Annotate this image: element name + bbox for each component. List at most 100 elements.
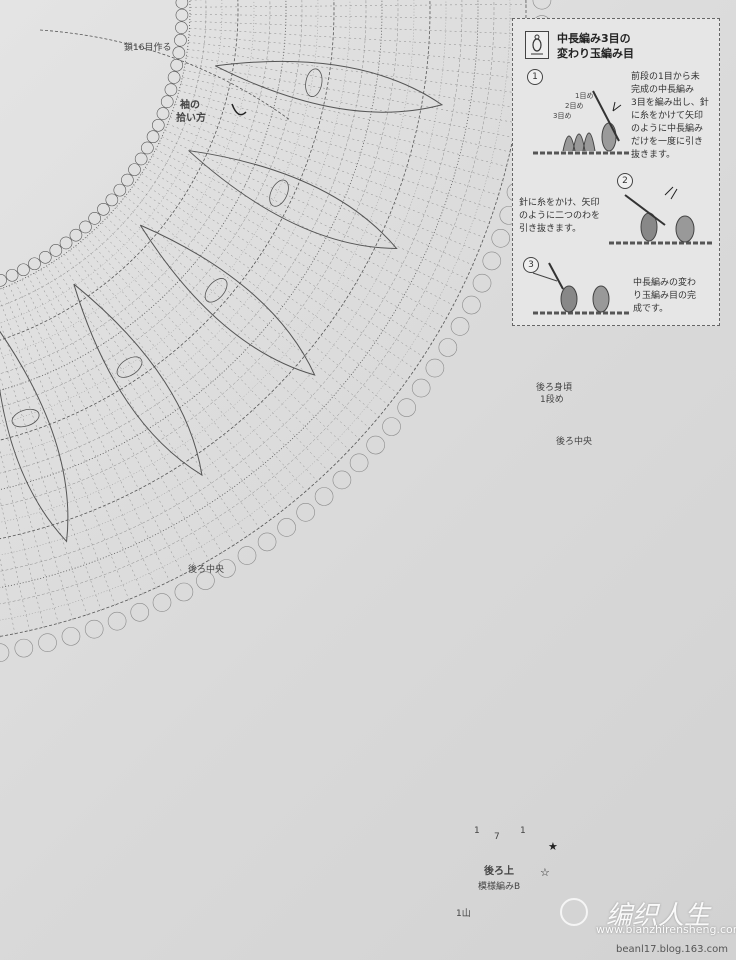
motif-center <box>305 68 323 98</box>
inner-scallop <box>79 220 92 234</box>
pineapple-motif <box>73 283 203 477</box>
inner-scallop <box>121 173 134 187</box>
step-1-label-1: 1目め <box>575 92 594 100</box>
chart-row-line <box>0 0 207 307</box>
chart-row-line <box>0 0 431 539</box>
chart-row-line <box>0 0 191 290</box>
label-count-1: 1 <box>474 826 480 836</box>
label-sleeve-pickup-1: 袖の <box>180 100 200 111</box>
chart-stitch-line <box>167 123 483 254</box>
chart-stitch-line <box>106 217 353 453</box>
edge-scallop <box>411 378 431 398</box>
edge-scallop <box>366 435 385 455</box>
chart-stitch-line <box>186 56 523 109</box>
label-center-back-right: 後ろ中央 <box>556 437 593 447</box>
star-marker-icon: ★ <box>548 840 558 853</box>
step-2-text: 針に糸をかけ、矢印 のように二つのわを 引き抜きます。 <box>519 198 601 234</box>
edge-scallop <box>314 487 334 506</box>
chart-stitch-line <box>0 347 89 619</box>
inner-scallop <box>174 33 187 47</box>
edge-scallop <box>532 0 552 10</box>
chart-stitch-line <box>189 21 530 35</box>
chart-stitch-line <box>101 222 342 464</box>
chart-row-line <box>0 0 447 556</box>
chart-row-line <box>0 0 415 523</box>
chart-stitch-line <box>0 449 46 632</box>
chart-row-line <box>0 0 479 588</box>
chart-stitch-line <box>189 28 529 50</box>
chart-stitch-line <box>164 130 477 267</box>
step-3-text: 中長編みの変わ り玉編み目の完 成です。 <box>633 278 697 314</box>
chart-row-line <box>0 0 367 474</box>
motif-center <box>269 179 289 207</box>
chart-stitch-line <box>178 90 507 183</box>
step-1-text: 前段の1目から未 完成の中長編み 3目を編み出し、針 に糸をかけて矢印 のように… <box>631 72 709 160</box>
inner-scallop <box>49 244 63 257</box>
edge-scallop <box>491 228 511 248</box>
label-sleeve-pickup-2: 拾い方 <box>176 113 206 124</box>
label-back-top: 後ろ上 <box>484 866 514 877</box>
chart-row-line <box>0 0 399 507</box>
chart-stitch-line <box>137 179 419 372</box>
instruction-title: 中長編み3目の 変わり玉編み目 <box>557 31 634 61</box>
inner-scallop <box>141 141 154 155</box>
chart-stitch-line <box>96 227 332 475</box>
chart-stitch-line <box>34 272 199 572</box>
chart-row-line <box>0 0 271 374</box>
label-chain-16: 鎖16目作る <box>124 43 172 53</box>
inner-scallop <box>28 257 41 271</box>
chart-stitch-line <box>145 167 435 347</box>
chart-row-line <box>0 0 319 424</box>
chart-stitch-line <box>124 196 392 408</box>
chart-stitch-line <box>0 321 103 614</box>
edge-scallop <box>332 470 352 490</box>
inner-scallop <box>175 0 189 9</box>
edge-scallop <box>257 532 277 552</box>
chart-stitch-line <box>158 142 464 295</box>
chart-stitch-line <box>183 69 518 139</box>
instruction-title-line2: 変わり玉編み目 <box>557 47 634 60</box>
chart-row-line <box>0 0 335 441</box>
inner-scallop <box>88 211 101 225</box>
label-center-back-left: 後ろ中央 <box>188 565 225 575</box>
sleeve-chain-arc <box>39 29 291 121</box>
chart-stitch-line <box>188 35 528 65</box>
chart-stitch-line <box>188 42 527 80</box>
inner-scallop <box>39 250 52 264</box>
inner-scallop <box>134 152 148 166</box>
edge-scallop <box>397 398 417 417</box>
edge-scallop <box>130 602 150 622</box>
pineapple-motif <box>215 60 444 113</box>
step-1-illustration <box>533 90 631 155</box>
watermark-url: beanl17.blog.163.com <box>616 944 729 955</box>
chart-stitch-line <box>174 103 498 211</box>
inner-scallop <box>146 130 160 144</box>
edge-scallop <box>482 251 502 271</box>
edge-scallop <box>425 358 445 378</box>
inner-scallop <box>151 118 165 132</box>
inner-scallop <box>5 268 19 282</box>
chart-row-line <box>0 0 527 637</box>
instruction-title-line1: 中長編み3目の <box>557 32 631 45</box>
edge-scallop <box>382 417 401 436</box>
edge-scallop <box>217 559 236 578</box>
edge-scallop <box>277 518 296 537</box>
inner-scallop <box>59 236 73 250</box>
edge-scallop <box>84 619 104 639</box>
label-row-1: 1段め <box>540 395 564 405</box>
chart-stitch-line <box>58 258 250 540</box>
chart-stitch-line <box>115 206 373 431</box>
inner-scallop <box>175 21 188 34</box>
step-2-number: 2 <box>617 173 633 189</box>
edge-scallop <box>174 582 194 602</box>
stitch-instruction-box: 中長編み3目の 変わり玉編み目 1 前段の1目から未 完成の中長編み 3目を編み… <box>512 18 720 326</box>
puff-stitch-symbol-icon <box>525 31 549 59</box>
chart-stitch-line <box>21 279 172 585</box>
edge-scallop <box>237 546 257 565</box>
chart-stitch-line <box>40 269 212 564</box>
chart-stitch-line <box>52 262 237 549</box>
chart-row-line <box>0 0 303 408</box>
inner-scallop <box>17 263 30 277</box>
chart-stitch-line <box>172 110 493 226</box>
